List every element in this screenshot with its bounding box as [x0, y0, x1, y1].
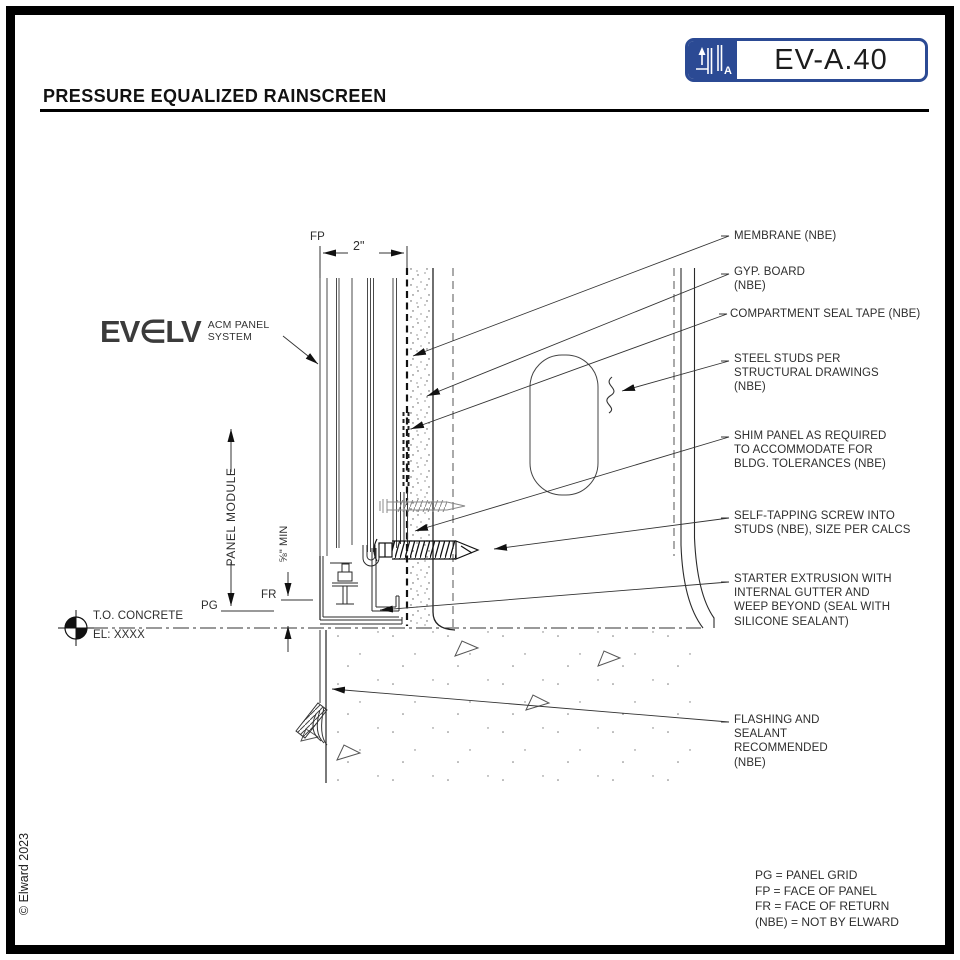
- callout-membrane: MEMBRANE (NBE): [734, 230, 837, 242]
- concrete: [300, 630, 703, 783]
- evolv-tagline: ACM PANEL SYSTEM: [207, 319, 270, 343]
- steel-stud: [680, 268, 715, 629]
- label-pg: PG: [201, 600, 218, 612]
- abbreviation-legend: PG = PANEL GRID FP = FACE OF PANEL FR = …: [755, 868, 899, 929]
- dim-panel-module: PANEL MODULE: [224, 467, 238, 567]
- leader-gyp-board: [426, 273, 730, 397]
- gyp-board: [409, 268, 456, 631]
- evolv-wordmark: EV∈LV: [100, 314, 202, 349]
- label-fp: FP: [310, 231, 325, 243]
- evolv-o-glyph: ∈: [139, 314, 166, 349]
- leader-membrane: [412, 235, 730, 357]
- svg-text:A: A: [724, 65, 732, 77]
- flashing-detail: [295, 702, 328, 746]
- drawing-number: EV-A.40: [774, 43, 888, 76]
- datum-target: [58, 610, 701, 646]
- dim-top-width: 2": [353, 239, 365, 253]
- self-tapping-screw: [373, 538, 480, 562]
- leader-screw: [493, 517, 730, 551]
- top-dimension: [319, 246, 408, 278]
- label-fr: FR: [261, 589, 277, 601]
- leader-flashing: [331, 686, 730, 723]
- callout-seal-tape: COMPARTMENT SEAL TAPE (NBE): [730, 308, 921, 320]
- stud-knockout: [529, 354, 599, 496]
- dim-min-clearance: ⅝" MIN: [278, 525, 290, 563]
- compartment-seal-tape: [402, 412, 410, 488]
- panel-module-dimension: [221, 429, 313, 612]
- copyright-text: © Elward 2023: [17, 832, 31, 916]
- evolv-logo: EV∈LV ACM PANEL SYSTEM: [100, 316, 269, 347]
- page-title: PRESSURE EQUALIZED RAINSCREEN: [43, 86, 387, 106]
- title-rule: [40, 109, 929, 112]
- screw-beyond: [379, 499, 466, 513]
- acm-panel: [319, 278, 397, 620]
- leader-logo: [282, 335, 319, 365]
- drawing-number-badge: A EV-A.40: [685, 38, 928, 82]
- leader-lines: [282, 235, 730, 723]
- stud-break-squiggle: [606, 376, 615, 414]
- detail-section-icon: A: [688, 41, 737, 79]
- leader-starter: [379, 581, 730, 613]
- callout-gyp-board: GYP. BOARD(NBE): [734, 266, 806, 293]
- datum-elevation: EL: XXXX: [93, 629, 145, 641]
- leader-steel-studs: [621, 360, 730, 392]
- datum-label: T.O. CONCRETE: [93, 610, 184, 622]
- leader-shim: [414, 436, 730, 532]
- leader-seal-tape: [410, 313, 728, 430]
